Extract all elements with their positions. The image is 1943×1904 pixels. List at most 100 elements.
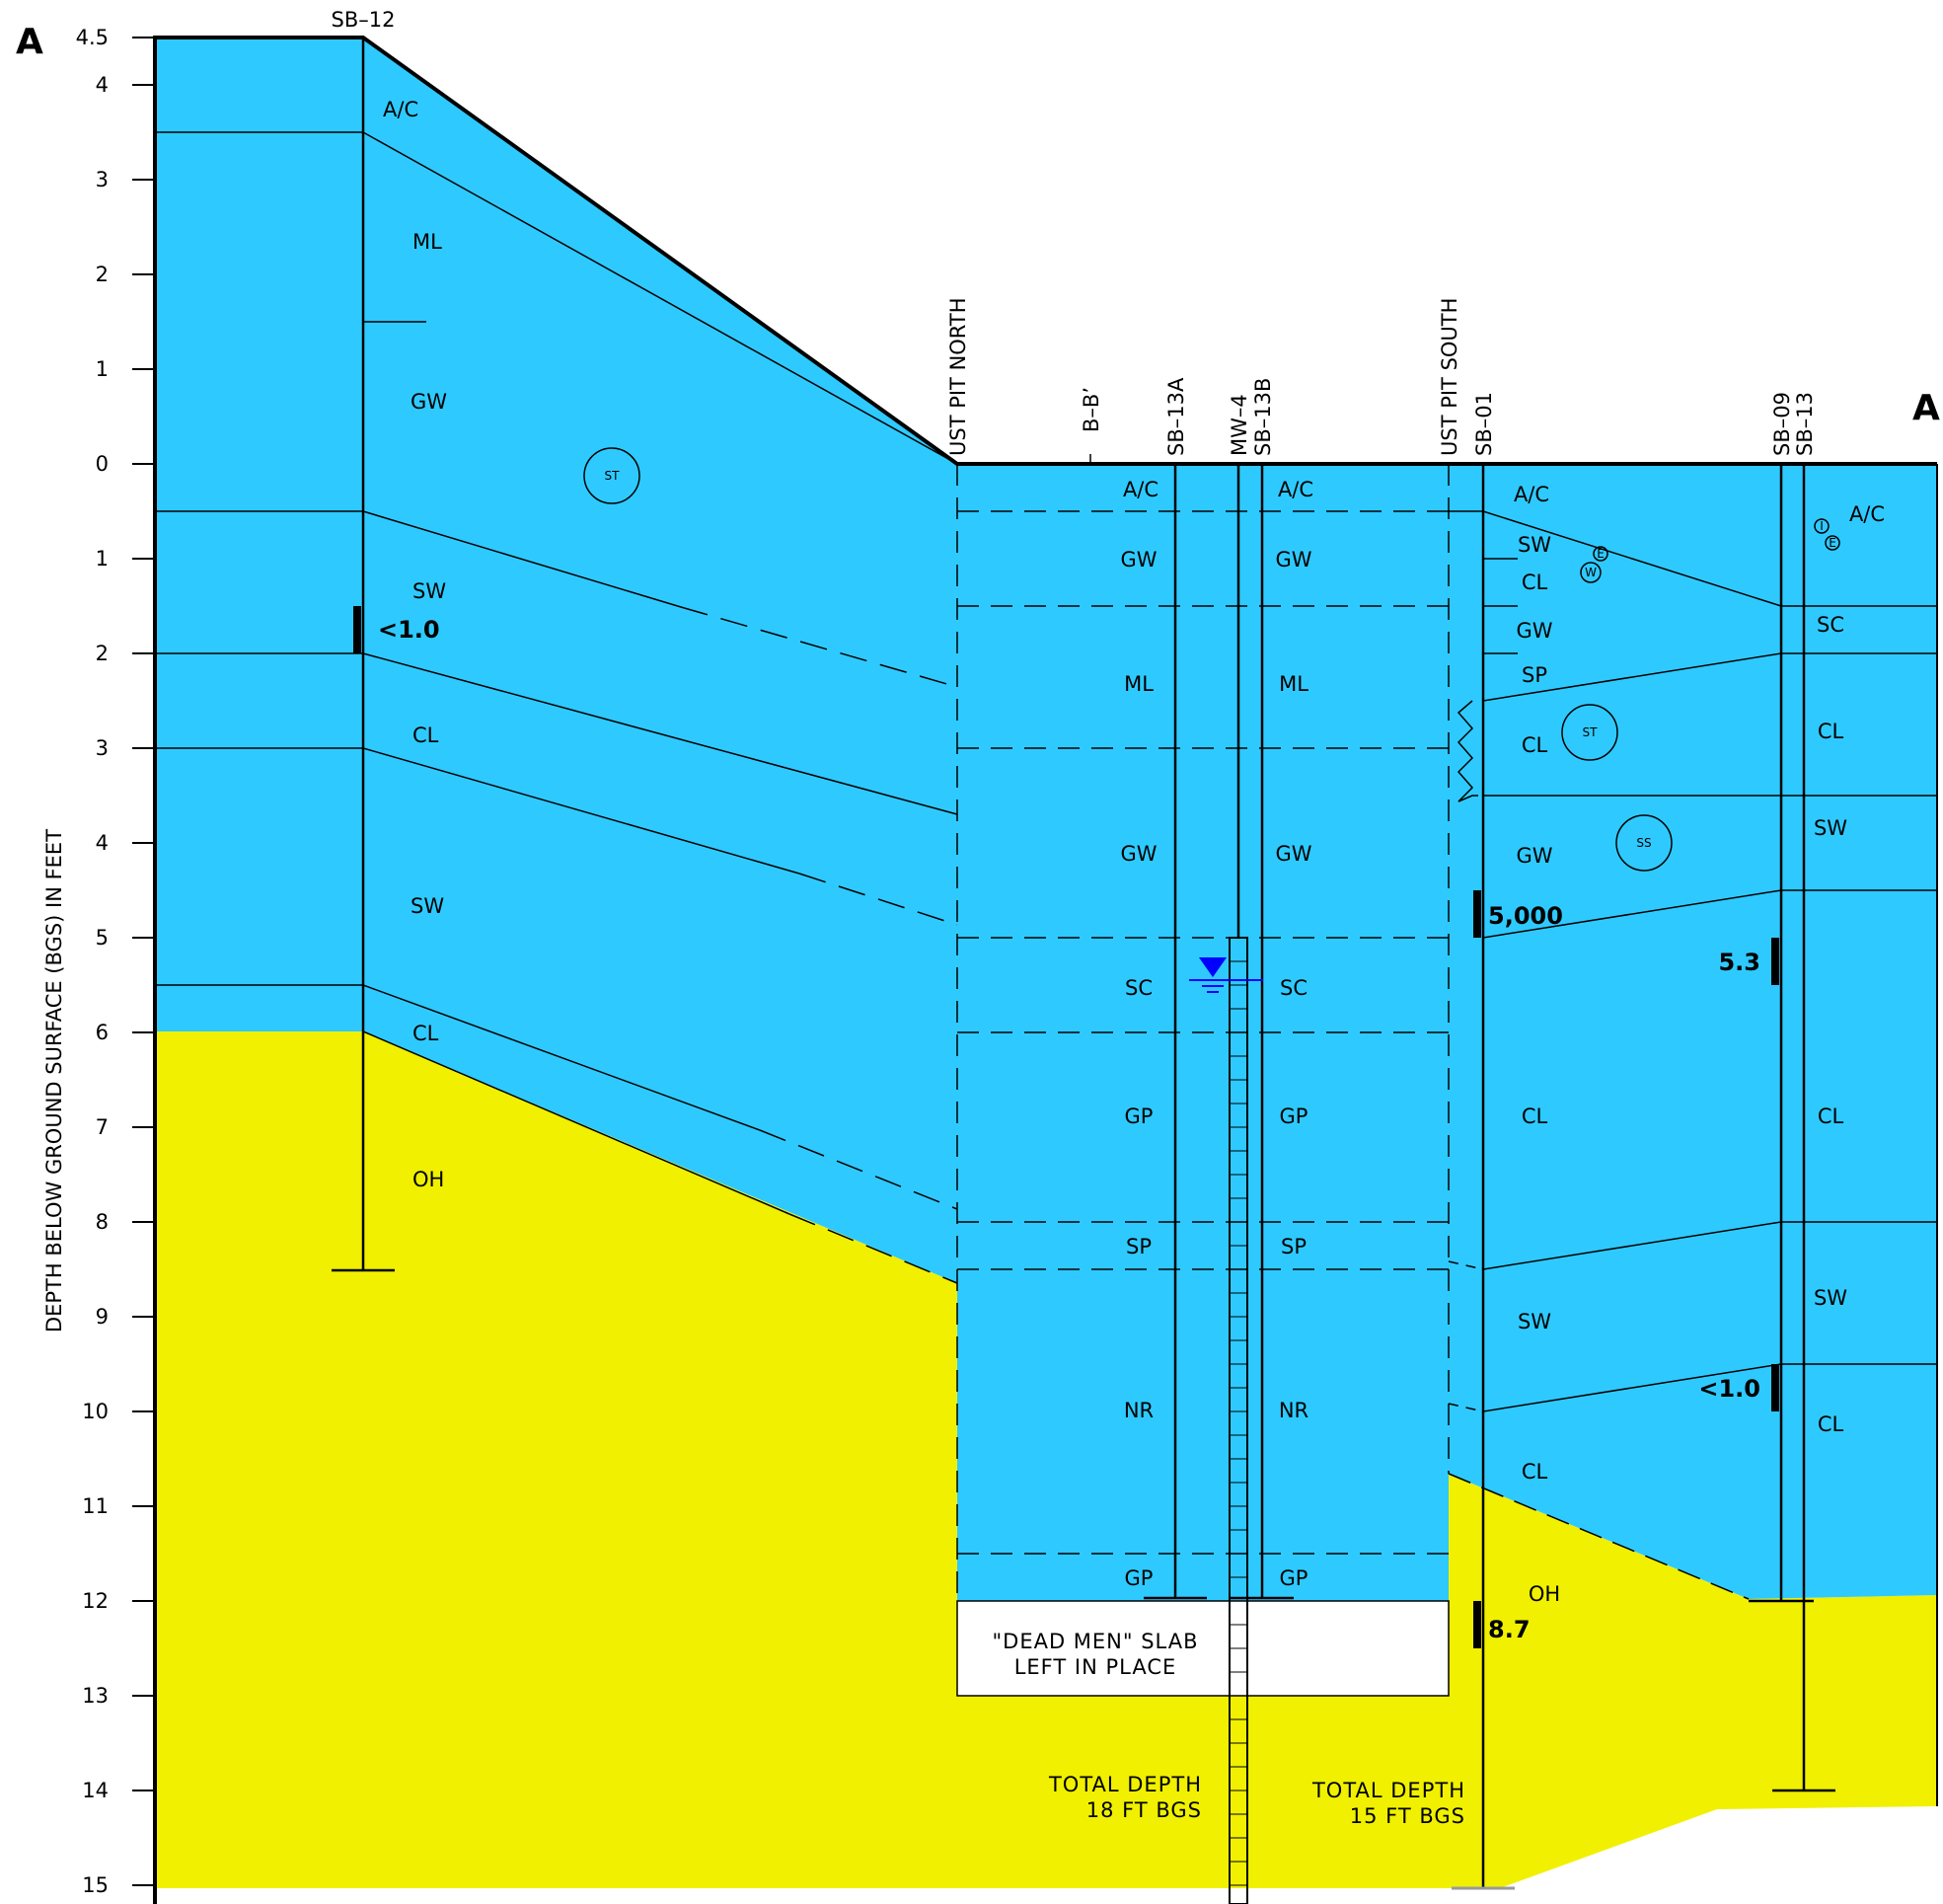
symbol-letters: ST ST SS W E I E [605, 469, 1836, 850]
td15-line1: TOTAL DEPTH [1311, 1779, 1465, 1802]
svg-text:SW: SW [1814, 816, 1847, 840]
svg-text:ML: ML [412, 230, 442, 254]
svg-text:E: E [1597, 547, 1605, 561]
y-tick-label: 0 [96, 452, 109, 476]
svg-text:NR: NR [1279, 1399, 1308, 1422]
y-tick-label: 4 [96, 73, 109, 97]
svg-text:SC: SC [1817, 613, 1844, 637]
sb01-sample-bar-1 [1473, 890, 1481, 938]
conc-sb12: <1.0 [378, 616, 440, 644]
svg-text:A/C: A/C [1849, 502, 1885, 526]
boring-label-bb: B–B’ [1080, 387, 1103, 432]
svg-text:GW: GW [1275, 548, 1311, 571]
svg-text:NR: NR [1124, 1399, 1154, 1422]
svg-text:SS: SS [1636, 836, 1651, 850]
y-tick-label: 8 [96, 1210, 109, 1234]
y-tick-label: 9 [96, 1305, 109, 1329]
svg-text:SP: SP [1522, 663, 1547, 687]
svg-text:SC: SC [1125, 976, 1153, 1000]
boring-label-sb09: SB–09 [1770, 392, 1794, 456]
y-tick-label: 7 [96, 1115, 109, 1139]
sb01-soil-labels: A/C SW CL GW SP CL GW CL SW CL OH [1514, 483, 1560, 1606]
y-tick-label: 13 [82, 1684, 109, 1708]
svg-text:CL: CL [1818, 1104, 1844, 1128]
sb13b-soil-labels: A/C GW ML GW SC GP SP NR GP [1275, 478, 1313, 1590]
svg-text:W: W [1585, 566, 1597, 579]
y-tick-label: 4 [96, 831, 109, 855]
conc-sb01-a: 5,000 [1488, 902, 1563, 930]
svg-text:SW: SW [1518, 1310, 1551, 1333]
svg-text:GP: GP [1280, 1566, 1308, 1590]
svg-text:CL: CL [1522, 571, 1548, 594]
boring-label-sb13b: SB–13B [1251, 378, 1275, 456]
boring-label-sb01: SB–01 [1472, 392, 1496, 456]
td18-line2: 18 FT BGS [1086, 1798, 1202, 1822]
ust-pit-lines [956, 464, 1450, 1601]
boring-label-ust-south: UST PIT SOUTH [1438, 298, 1461, 456]
y-tick-label: 15 [82, 1873, 109, 1897]
sb12-sample-bar [353, 606, 361, 653]
y-tick-label: 2 [96, 263, 109, 286]
svg-text:ST: ST [605, 469, 621, 483]
water-table-symbol [1189, 957, 1263, 993]
upper-zone-fill [153, 38, 1937, 1601]
svg-text:SW: SW [1518, 533, 1551, 557]
svg-text:OH: OH [1529, 1582, 1560, 1606]
y-tick-label: 5 [96, 926, 109, 950]
svg-text:CL: CL [1522, 733, 1548, 757]
y-tick-label: 2 [96, 642, 109, 665]
y-tick-label: 10 [82, 1400, 109, 1423]
mw4-screen-slots [1230, 960, 1247, 1886]
svg-text:GW: GW [411, 390, 447, 414]
slab-note-line1: "DEAD MEN" SLAB [992, 1630, 1198, 1653]
svg-text:SP: SP [1126, 1235, 1152, 1258]
sb01-contacts [1449, 510, 1937, 1412]
conc-sb13-b: <1.0 [1698, 1375, 1760, 1403]
svg-text:GW: GW [1516, 844, 1552, 868]
sb13-soil-labels: A/C SC CL SW CL SW CL [1814, 502, 1885, 1436]
lower-zone-fill [153, 1031, 1937, 1888]
svg-text:ML: ML [1279, 672, 1308, 696]
svg-text:A/C: A/C [1123, 478, 1158, 501]
section-label-right: A [1912, 388, 1940, 428]
svg-text:I: I [1820, 519, 1824, 533]
svg-text:GP: GP [1280, 1104, 1308, 1128]
svg-text:A/C: A/C [383, 98, 418, 121]
svg-text:CL: CL [412, 724, 439, 747]
svg-text:CL: CL [1818, 1412, 1844, 1436]
svg-text:GP: GP [1125, 1104, 1154, 1128]
y-tick-label: 1 [96, 357, 109, 381]
svg-text:CL: CL [412, 1022, 439, 1045]
svg-text:SW: SW [411, 894, 444, 918]
y-tick-label: 12 [82, 1589, 109, 1613]
sb13a-soil-labels: A/C GW ML GW SC GP SP NR GP [1120, 478, 1158, 1590]
svg-text:GW: GW [1275, 842, 1311, 866]
y-tick-label: 3 [96, 736, 109, 760]
boring-label-ust-north: UST PIT NORTH [946, 298, 970, 456]
svg-text:SP: SP [1281, 1235, 1307, 1258]
boring-label-mw4: MW–4 [1228, 394, 1251, 456]
sb12-contacts [155, 131, 958, 1284]
svg-text:SC: SC [1280, 976, 1308, 1000]
boring-label-sb12: SB–12 [332, 8, 396, 32]
boring-label-sb13a: SB–13A [1164, 377, 1188, 456]
ground-surface [153, 36, 1937, 466]
td18-line1: TOTAL DEPTH [1048, 1773, 1202, 1796]
y-tick-label: 6 [96, 1021, 109, 1044]
svg-text:ML: ML [1124, 672, 1154, 696]
conc-sb13-a: 5.3 [1718, 949, 1760, 976]
mw4-well-screen [1229, 937, 1248, 1904]
svg-text:GP: GP [1125, 1566, 1154, 1590]
svg-text:GW: GW [1120, 842, 1157, 866]
y-tick-label: 3 [96, 168, 109, 191]
dead-men-slab [956, 1600, 1450, 1697]
sb13-sample-bar-2 [1771, 1364, 1779, 1411]
boring-label-sb13: SB–13 [1793, 392, 1817, 456]
svg-text:A/C: A/C [1514, 483, 1549, 506]
svg-text:CL: CL [1818, 720, 1844, 743]
section-label-left: A [16, 22, 43, 62]
y-axis-label: DEPTH BELOW GROUND SURFACE (BGS) IN FEET [42, 829, 66, 1333]
svg-text:SW: SW [412, 579, 446, 603]
symbols [583, 447, 1840, 872]
